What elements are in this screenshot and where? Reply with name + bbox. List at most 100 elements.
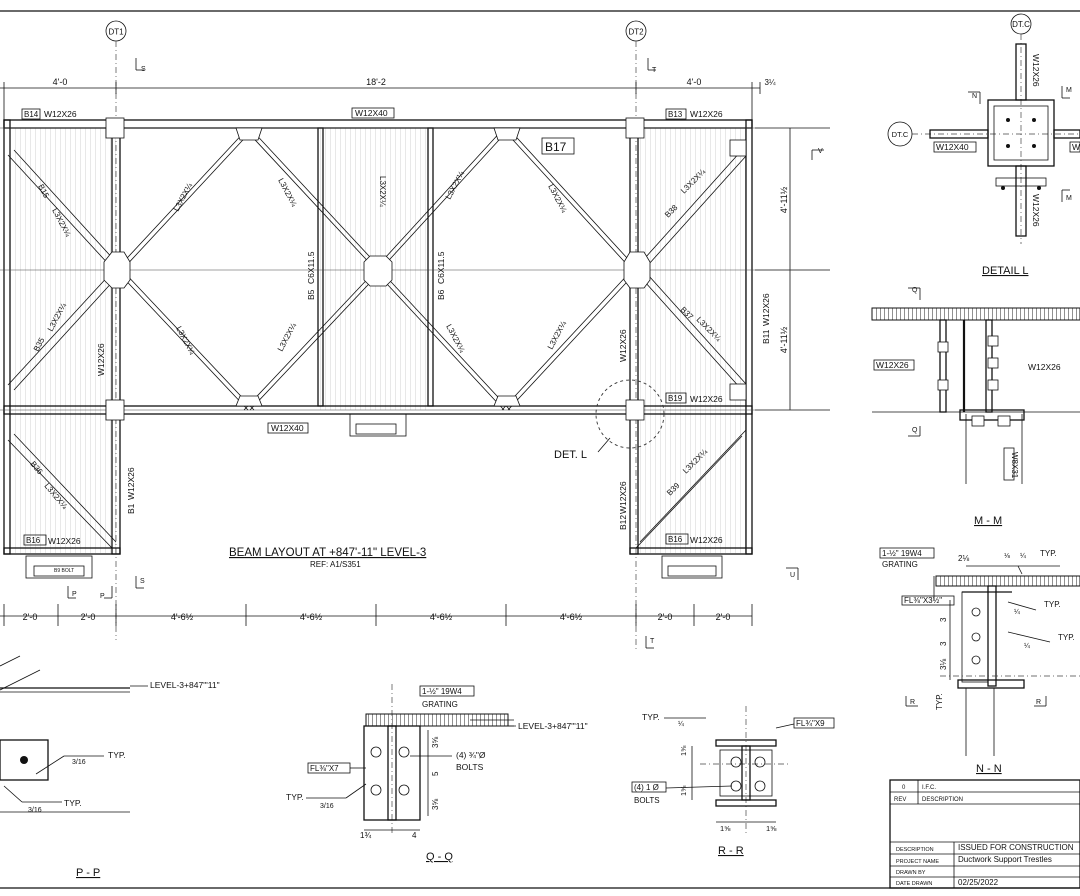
svg-text:TYP.: TYP. [64,798,82,808]
svg-text:W12X40: W12X40 [271,423,304,433]
svg-text:M: M [1066,195,1072,202]
svg-text:3⅛: 3⅛ [939,659,948,670]
svg-text:T: T [652,67,657,74]
svg-text:B5: B5 [306,289,316,300]
svg-text:T: T [650,638,655,645]
svg-text:R: R [1036,699,1041,706]
svg-text:2'-0: 2'-0 [716,612,731,622]
svg-text:FL⅜"X3½": FL⅜"X3½" [904,596,942,605]
svg-text:B16: B16 [668,535,683,544]
svg-text:W12X26: W12X26 [1031,54,1041,87]
section-m-m: Q Q W12X26 W12X26 W8X31 M - M [871,287,1080,527]
svg-text:W12X26: W12X26 [1028,362,1061,372]
top-dimension-string: 4'-0 18'-2 4'-0 3¼ [0,77,776,120]
svg-text:B13: B13 [668,110,683,119]
svg-text:P: P [100,593,105,600]
svg-text:B16: B16 [26,536,41,545]
section-marks-bottom: P P S U T [67,567,799,649]
svg-text:R: R [910,699,915,706]
svg-text:3⅝: 3⅝ [431,799,440,810]
svg-text:GRATING: GRATING [422,700,458,709]
svg-text:18'-2: 18'-2 [366,77,386,87]
section-r-r: TYP. ¼ FL¾"X9 1⅝ 1⅝ (4) 1 Ø BOLTS 1⅝ 1⅝ … [631,706,835,857]
svg-text:4'-11½: 4'-11½ [779,326,789,353]
svg-text:TYP.: TYP. [286,792,304,802]
title-block: 0 I.F.C. REV DESCRIPTION DESCRIPTION ISS… [889,779,1080,889]
svg-text:W12X26: W12X26 [44,109,77,119]
svg-text:GRATING: GRATING [882,560,918,569]
svg-text:TYP.: TYP. [1040,549,1057,558]
svg-text:TYP.: TYP. [1058,633,1075,642]
svg-text:P: P [72,591,77,598]
svg-text:(4) 1 Ø: (4) 1 Ø [634,783,659,792]
section-q-q: 1-½" 19W4 GRATING LEVEL-3+847'"11" 3⅝ 5 … [286,684,588,863]
svg-text:4'-6½: 4'-6½ [171,612,194,622]
svg-text:W8X31: W8X31 [1010,452,1019,479]
svg-text:S: S [141,66,146,73]
svg-text:¼: ¼ [1014,609,1020,616]
section-n-n: 1-½" 19W4 GRATING 2⅛ ⅛ ¼ TYP. FL⅜"X3½" ¼… [879,547,1080,775]
svg-text:L3X2X¼: L3X2X¼ [276,177,299,209]
svg-text:W12X26: W12X26 [618,481,628,514]
svg-text:5: 5 [431,771,440,776]
svg-text:0: 0 [902,785,906,791]
svg-text:M: M [1066,87,1072,94]
section-p-p: LEVEL-3+847'"11" 3/16 TYP. 3/16 TYP. P -… [0,655,220,879]
svg-text:3/16: 3/16 [28,807,42,814]
svg-text:W12X26: W12X26 [761,293,771,326]
svg-text:Q: Q [912,427,918,434]
svg-text:B11: B11 [761,329,771,344]
section-mark-s-top: S [135,58,146,73]
svg-text:W12X26: W12X26 [1031,194,1041,227]
svg-text:W12X26: W12X26 [618,329,628,362]
svg-text:1-½" 19W4: 1-½" 19W4 [882,549,922,558]
svg-text:3/16: 3/16 [72,759,86,766]
beam-layout-plan [0,117,830,579]
svg-text:4'-6½: 4'-6½ [430,612,453,622]
svg-text:4: 4 [412,831,417,840]
svg-text:FL⅜"X7: FL⅜"X7 [310,764,339,773]
svg-text:B14: B14 [24,110,39,119]
svg-text:REF: A1/S351: REF: A1/S351 [310,560,361,569]
svg-text:L3X2X¼: L3X2X¼ [444,169,467,201]
svg-text:02/25/2022: 02/25/2022 [958,878,999,887]
right-dimension-string: 4'-11½ 4'-11½ V [755,127,830,411]
svg-text:B9 BOLT: B9 BOLT [54,568,74,574]
svg-text:S: S [140,578,145,585]
svg-text:W12X26: W12X26 [48,536,81,546]
svg-text:4'-6½: 4'-6½ [560,612,583,622]
svg-text:I.F.C.: I.F.C. [922,785,936,791]
bottom-dimension-string: 2'-0 2'-0 4'-6½ 4'-6½ 4'-6½ 4'-6½ 2'-0 2… [0,604,753,626]
svg-text:U: U [790,572,795,579]
svg-text:1⅝: 1⅝ [766,824,777,833]
svg-text:(4) ¾"Ø: (4) ¾"Ø [456,750,486,760]
svg-text:B6: B6 [436,289,446,300]
svg-text:W12X26: W12X26 [690,535,723,545]
svg-text:B12: B12 [618,515,628,530]
svg-text:1⅝: 1⅝ [720,824,731,833]
svg-text:P - P: P - P [76,867,100,879]
svg-text:2'-0: 2'-0 [81,612,96,622]
svg-text:W12X40: W12X40 [936,142,969,152]
svg-text:N: N [972,93,977,100]
svg-text:W12X26: W12X26 [96,343,106,376]
svg-text:DATE DRAWN: DATE DRAWN [896,881,932,887]
svg-text:TYP.: TYP. [935,693,944,710]
svg-text:FL¾"X9: FL¾"X9 [796,719,825,728]
svg-text:¼: ¼ [1020,553,1026,560]
svg-text:2'-0: 2'-0 [23,612,38,622]
svg-text:V: V [818,148,823,155]
svg-text:LEVEL-3+847'"11": LEVEL-3+847'"11" [150,680,220,690]
svg-text:L3X2X¼: L3X2X¼ [172,181,195,213]
svg-text:Ductwork Support Trestles: Ductwork Support Trestles [958,855,1052,864]
svg-text:¼: ¼ [678,721,684,728]
svg-text:1¾: 1¾ [360,831,371,840]
svg-text:1⅝: 1⅝ [679,745,688,756]
svg-text:BOLTS: BOLTS [456,762,484,772]
svg-text:B19: B19 [668,394,683,403]
svg-text:3⅝: 3⅝ [431,737,440,748]
svg-text:BEAM LAYOUT AT +847'-11" LEVEL: BEAM LAYOUT AT +847'-11" LEVEL-3 [229,547,426,559]
svg-text:3¼: 3¼ [764,78,775,87]
svg-text:TYP.: TYP. [1044,600,1061,609]
